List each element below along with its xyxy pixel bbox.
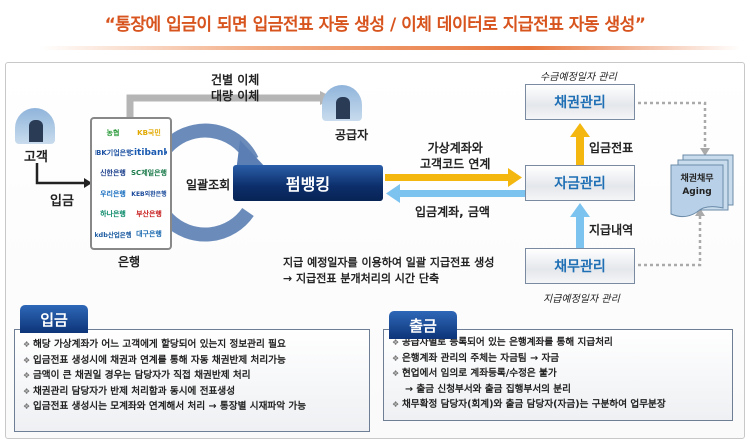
bank-logo: citibank [131, 148, 167, 159]
payment-details-arrow [576, 215, 584, 248]
deposit-arrow [35, 163, 84, 185]
aging-label: 채권채무 Aging [671, 173, 723, 199]
payment-details-label: 지급내역 [589, 223, 634, 237]
withdraw-panel-tab: 출금 [389, 311, 457, 339]
deposit-label: 입금 [50, 194, 74, 209]
deposit-slip-arrow [576, 135, 584, 165]
virtual-account-arrow [385, 174, 510, 181]
page-title: “통장에 입금이 되면 입금전표 자동 생성 / 이체 데이터로 지급전표 자동… [104, 15, 646, 35]
list-item: 채무확정 담당자(회계)와 출금 담당자(자금)는 구분하여 업무분장 [392, 397, 724, 413]
bank-logo: 농협 [106, 129, 120, 138]
bank-logo: 하나은행 [100, 209, 126, 218]
transfer-bulk-label: 대량 이체 [211, 89, 260, 103]
bank-label: 은행 [118, 255, 141, 269]
payment-note-line1: 지급 예정일자를 이용하여 일괄 지급전표 생성 [283, 256, 495, 269]
bank-logo: KB국민 [137, 129, 161, 138]
bank-logo: 부산은행 [136, 209, 162, 218]
virtual-account-line1: 가상계좌와 [427, 141, 483, 155]
payables-note: 지급예정일자 관리 [543, 294, 620, 305]
bank-logo: KEB외환은행 [131, 191, 167, 199]
list-item: 은행계좌 관리의 주체는 자금팀 → 자금 [392, 351, 724, 367]
title-underline [40, 46, 740, 50]
receivables-note: 수금예정일자 관리 [540, 72, 617, 83]
bank-logo: IBK기업은행 [95, 149, 131, 158]
customer-label: 고객 [24, 150, 48, 165]
payment-note-line2: → 지급전표 분개처리의 시간 단축 [283, 272, 440, 285]
receivables-box: 채권관리 [525, 84, 635, 120]
receivables-aging-dotted [638, 101, 707, 150]
deposit-slip-label: 입금전표 [589, 141, 634, 155]
bank-logo: 대구은행 [136, 229, 162, 238]
supplier-icon [322, 85, 362, 121]
aging-line2: Aging [682, 187, 712, 197]
list-item: 현업에서 임의로 계좌등록/수정은 불가 [392, 366, 724, 382]
withdraw-panel: 공급자별로 등록되어 있는 은행계좌를 통해 지급처리 은행계좌 관리의 주체는… [383, 329, 733, 421]
list-item: 채권관리 담당자가 반제 처리함과 동시에 전표생성 [23, 384, 361, 400]
transfer-single-label: 건별 이체 [211, 73, 260, 87]
payment-note: 지급 예정일자를 이용하여 일괄 지급전표 생성 → 지급전표 분개처리의 시간… [283, 255, 494, 287]
deposit-panel: 해당 가상계좌가 어느 고객에게 할당되어 있는지 정보관리 필요 입금전표 생… [14, 329, 370, 432]
supplier-label: 공급자 [335, 128, 369, 142]
payables-box: 채무관리 [525, 248, 635, 284]
funds-box: 자금관리 [525, 165, 635, 201]
customer-icon [15, 108, 55, 144]
firmbanking-box: 펌뱅킹 [233, 165, 383, 201]
list-item: 금액이 큰 채권일 경우는 담당자가 직접 채권반제 처리 [23, 368, 361, 384]
virtual-account-line2: 고객코드 연계 [420, 157, 491, 171]
list-item: → 출금 신청부서와 출금 집행부서의 분리 [405, 383, 571, 395]
list-item: 해당 가상계좌가 어느 고객에게 할당되어 있는지 정보관리 필요 [23, 337, 361, 353]
deposit-account-arrow [398, 190, 525, 197]
batch-query-arrow-head [236, 140, 266, 172]
aging-document-icon [670, 154, 734, 218]
virtual-account-label: 가상계좌와 고객코드 연계 [420, 140, 490, 172]
list-item: 공급자별로 등록되어 있는 은행계좌를 통해 지급처리 [392, 335, 724, 351]
bank-logo: SC제일은행 [131, 169, 167, 178]
deposit-account-label: 입금계좌, 금액 [415, 205, 490, 219]
list-item: 입금전표 생성시는 모계좌와 연계해서 처리 → 통장별 시재파악 가능 [23, 399, 361, 415]
bank-logo: 신한은행 [100, 169, 126, 178]
deposit-arrow-head [84, 178, 92, 188]
list-item: 입금전표 생성시에 채권과 연계를 통해 자동 채권반제 처리가능 [23, 353, 361, 369]
bank-logo: kdb산업은행 [95, 230, 131, 239]
bank-list: 농협 KB국민 IBK기업은행 citibank 신한은행 SC제일은행 우리은… [90, 117, 172, 250]
batch-query-label: 일괄조회 [186, 178, 231, 192]
transfer-label: 건별 이체 대량 이체 [211, 72, 259, 104]
bank-logo: 우리은행 [100, 189, 126, 198]
deposit-panel-tab: 입금 [20, 305, 88, 333]
transfer-arrow [126, 94, 322, 117]
aging-line1: 채권채무 [680, 174, 714, 184]
payables-aging-dotted [638, 214, 702, 267]
